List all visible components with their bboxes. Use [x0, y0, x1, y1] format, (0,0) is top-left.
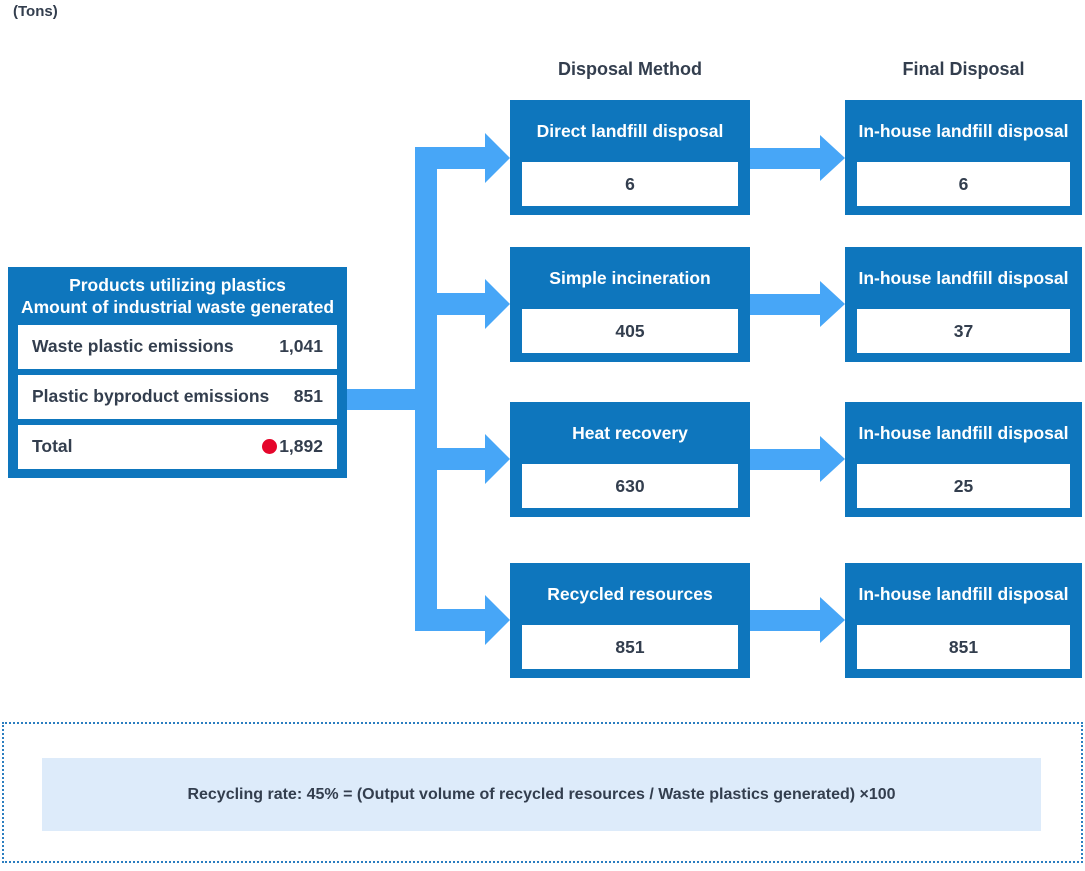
arrow-right-icon	[820, 281, 845, 327]
unit-label: (Tons)	[13, 3, 58, 20]
box-label: Direct landfill disposal	[536, 120, 724, 141]
box-label: In-house landfill disposal	[858, 422, 1069, 443]
output-arrow-shaft-2	[750, 294, 820, 315]
box-value: 6	[522, 162, 738, 206]
box-value: 25	[857, 464, 1070, 508]
source-row-byproduct: Plastic byproduct emissions 851	[18, 374, 337, 419]
disposal-method-box-direct-landfill: Direct landfill disposal 6	[510, 100, 750, 215]
arrow-right-icon	[820, 135, 845, 181]
box-value: 6	[857, 162, 1070, 206]
source-box: Products utilizing plastics Amount of in…	[8, 267, 347, 478]
branch-arrow-shaft-3	[437, 448, 485, 470]
disposal-method-header: Disposal Method	[557, 59, 702, 79]
recycling-rate-text: Recycling rate: 45% = (Output volume of …	[42, 758, 1041, 831]
arrow-right-icon	[485, 595, 510, 645]
source-box-title-line1: Products utilizing plastics	[69, 275, 286, 295]
output-arrow-shaft-1	[750, 148, 820, 169]
box-value: 851	[522, 625, 738, 669]
branch-arrow-shaft-4	[437, 609, 485, 631]
arrow-right-icon	[820, 436, 845, 482]
box-value: 37	[857, 309, 1070, 353]
box-label: In-house landfill disposal	[858, 583, 1069, 604]
box-label: In-house landfill disposal	[858, 120, 1069, 141]
final-disposal-header: Final Disposal	[902, 59, 1025, 79]
arrow-right-icon	[820, 597, 845, 643]
box-value: 851	[857, 625, 1070, 669]
arrow-right-icon	[485, 434, 510, 484]
row-label: Waste plastic emissions	[32, 336, 234, 357]
output-arrow-shaft-4	[750, 610, 820, 631]
box-value: 630	[522, 464, 738, 508]
disposal-method-box-heat-recovery: Heat recovery 630	[510, 402, 750, 517]
final-disposal-box-1: In-house landfill disposal 6	[845, 100, 1082, 215]
row-value: 1,892	[279, 436, 323, 457]
source-rows: Waste plastic emissions 1,041 Plastic by…	[18, 324, 337, 469]
source-connector-bar	[347, 389, 437, 410]
box-label: Recycled resources	[547, 583, 713, 604]
source-row-waste-plastic: Waste plastic emissions 1,041	[18, 324, 337, 369]
output-arrow-shaft-3	[750, 449, 820, 470]
box-value: 405	[522, 309, 738, 353]
branch-trunk	[415, 147, 437, 631]
disposal-method-box-simple-incineration: Simple incineration 405	[510, 247, 750, 362]
row-label: Plastic byproduct emissions	[32, 386, 270, 407]
row-value: 1,041	[279, 336, 323, 357]
disposal-method-box-recycled-resources: Recycled resources 851	[510, 563, 750, 678]
source-box-title: Products utilizing plastics Amount of in…	[8, 274, 347, 319]
red-dot-icon	[262, 439, 278, 455]
box-label: In-house landfill disposal	[858, 267, 1069, 288]
box-label: Heat recovery	[572, 422, 688, 443]
row-value-group: 1,892	[262, 436, 323, 457]
branch-arrow-shaft-2	[437, 293, 485, 315]
recycling-rate-note: Recycling rate: 45% = (Output volume of …	[2, 722, 1083, 863]
final-disposal-box-2: In-house landfill disposal 37	[845, 247, 1082, 362]
final-disposal-box-4: In-house landfill disposal 851	[845, 563, 1082, 678]
source-row-total: Total 1,892	[18, 424, 337, 469]
arrow-right-icon	[485, 279, 510, 329]
final-disposal-box-3: In-house landfill disposal 25	[845, 402, 1082, 517]
arrow-right-icon	[485, 133, 510, 183]
branch-arrow-shaft-1	[437, 147, 485, 169]
row-value: 851	[293, 386, 323, 407]
source-box-title-line2: Amount of industrial waste generated	[20, 297, 335, 318]
box-label: Simple incineration	[549, 267, 711, 288]
row-label: Total	[32, 436, 73, 457]
